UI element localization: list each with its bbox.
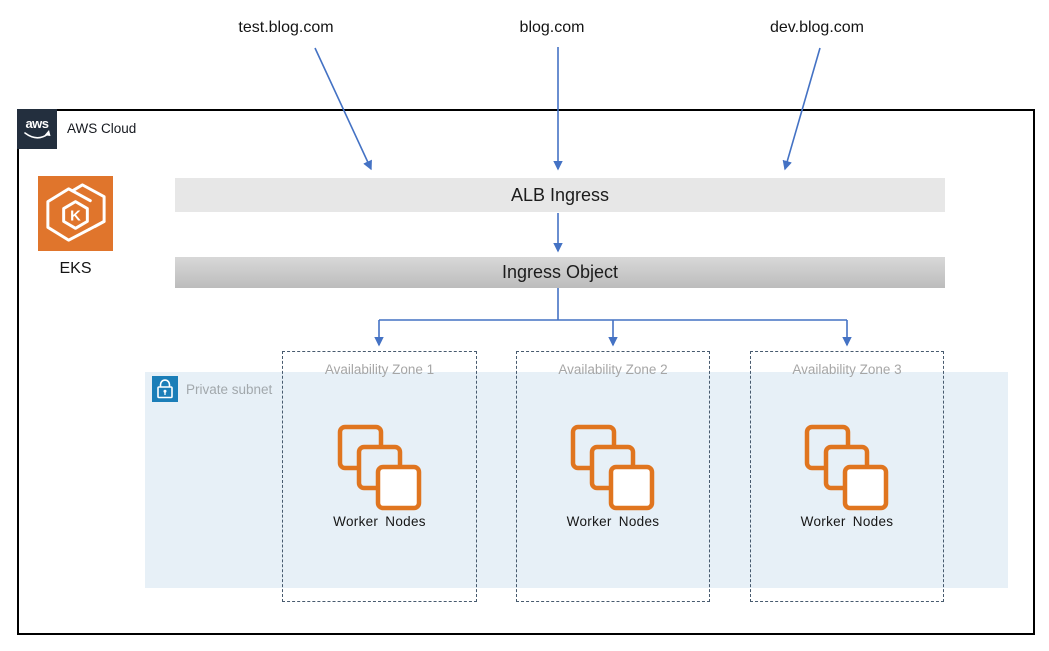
- availability-zone-3-box: Availability Zone 3 Worker Nodes: [750, 351, 944, 602]
- domain-label-dev-blog: dev.blog.com: [770, 19, 864, 36]
- aws-smile-arrow-tip: [44, 130, 51, 136]
- domain-label-test-blog: test.blog.com: [238, 19, 334, 36]
- worker-nodes-icon: [570, 424, 656, 517]
- aws-logo-text: aws: [25, 116, 48, 131]
- worker-nodes-label: Worker Nodes: [566, 514, 660, 529]
- aws-logo-icon: aws: [17, 109, 57, 149]
- eks-icon: K: [38, 176, 113, 251]
- availability-zone-1-label: Availability Zone 1: [324, 362, 435, 377]
- lock-body: [157, 386, 173, 399]
- lock-keyhole: [163, 389, 167, 393]
- availability-zone-2-label: Availability Zone 2: [558, 362, 668, 377]
- aws-smile-swoosh: [24, 132, 49, 139]
- worker-nodes-label: Worker Nodes: [800, 514, 894, 529]
- private-subnet-label: Private subnet: [186, 382, 273, 397]
- lock-shackle: [159, 379, 171, 387]
- ingress-object-label: Ingress Object: [501, 262, 619, 282]
- aws-cloud-container: [17, 109, 1035, 635]
- eks-k-letter: K: [70, 208, 81, 224]
- eks-label: EKS: [59, 260, 92, 277]
- worker-nodes-label: Worker Nodes: [333, 514, 426, 529]
- aws-cloud-label: AWS Cloud: [67, 121, 137, 136]
- availability-zone-3-label: Availability Zone 3: [792, 362, 902, 377]
- worker-nodes-icon: [804, 424, 890, 517]
- eks-inner-hexagon: [62, 200, 89, 230]
- lock-icon: [152, 376, 178, 402]
- alb-ingress-label: ALB Ingress: [510, 184, 610, 205]
- alb-ingress-bar: ALB Ingress: [175, 178, 945, 212]
- domain-label-blog: blog.com: [519, 19, 585, 36]
- eks-outer-hexagon: [46, 187, 92, 242]
- ingress-object-bar: Ingress Object: [175, 257, 945, 288]
- eks-extrusion-edge: [87, 219, 106, 231]
- worker-nodes-icon: [337, 424, 423, 517]
- availability-zone-1-box: Availability Zone 1 Worker Nodes: [282, 351, 477, 602]
- availability-zone-2-box: Availability Zone 2 Worker Nodes: [516, 351, 710, 602]
